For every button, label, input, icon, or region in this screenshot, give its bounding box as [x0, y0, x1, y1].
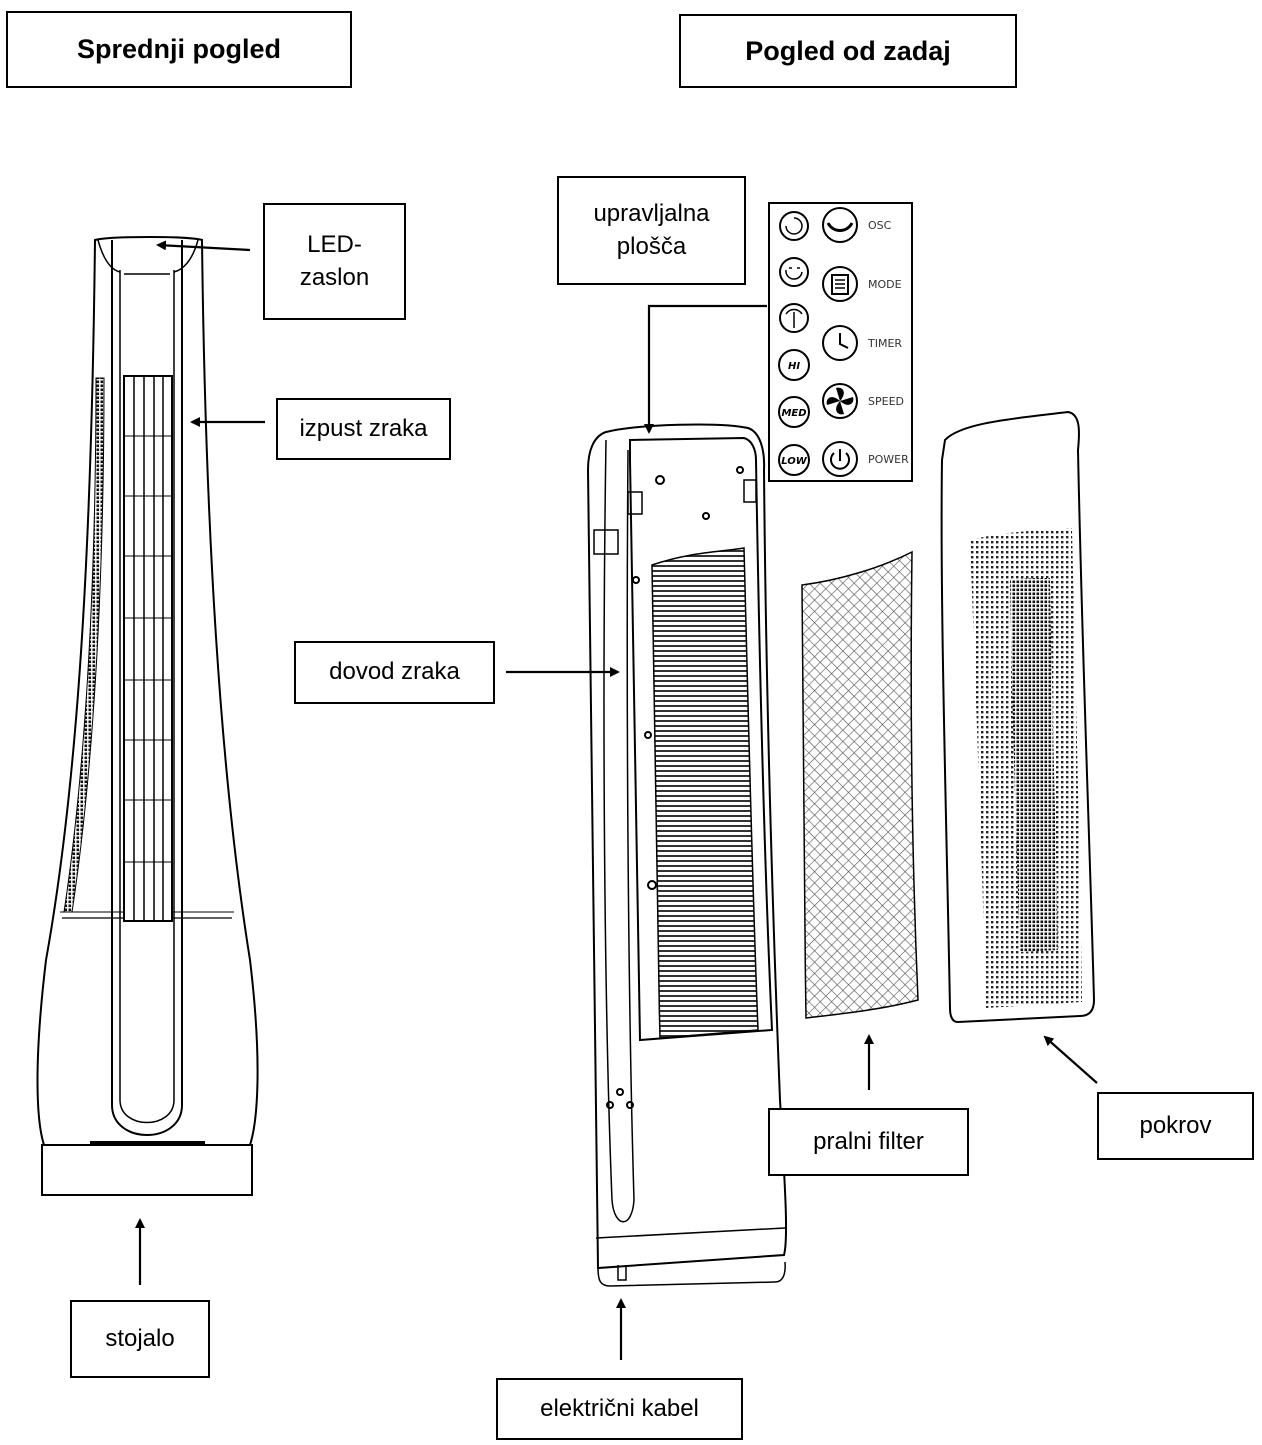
power-button-label: POWER: [868, 453, 909, 466]
osc-button-label: OSC: [868, 219, 892, 232]
power-cord-label: električni kabel: [496, 1378, 743, 1440]
front-view-tower: [36, 236, 259, 1196]
low-indicator: LOW: [781, 456, 808, 467]
back-view-title: Pogled od zadaj: [679, 14, 1017, 88]
cover-label: pokrov: [1097, 1092, 1254, 1160]
front-view-title: Sprednji pogled: [6, 11, 352, 88]
led-display-label: LED- zaslon: [263, 203, 406, 320]
control-panel-drawing: [768, 202, 913, 482]
front-grille: [123, 375, 173, 922]
mode-button-label: MODE: [868, 278, 902, 291]
med-indicator: MED: [781, 408, 806, 419]
front-side-grille: [63, 377, 105, 913]
control-panel-label: upravljalna plošča: [557, 176, 746, 285]
filter-drawing: [801, 550, 919, 1019]
speed-button-label: SPEED: [868, 395, 904, 408]
air-inlet-label: dovod zraka: [294, 641, 495, 704]
cover-drawing: [940, 410, 1096, 1024]
arrow-control-panel: [644, 304, 767, 434]
washable-filter-label: pralni filter: [768, 1108, 969, 1176]
callout-arrows: [135, 240, 1098, 1360]
arrow-led-display: [156, 240, 251, 252]
back-grille: [651, 547, 759, 1039]
arrow-cover: [1043, 1035, 1098, 1084]
timer-button-label: TIMER: [867, 337, 902, 350]
stand-label: stojalo: [70, 1300, 210, 1378]
hi-indicator: HI: [788, 361, 800, 372]
air-outlet-label: izpust zraka: [276, 398, 451, 460]
